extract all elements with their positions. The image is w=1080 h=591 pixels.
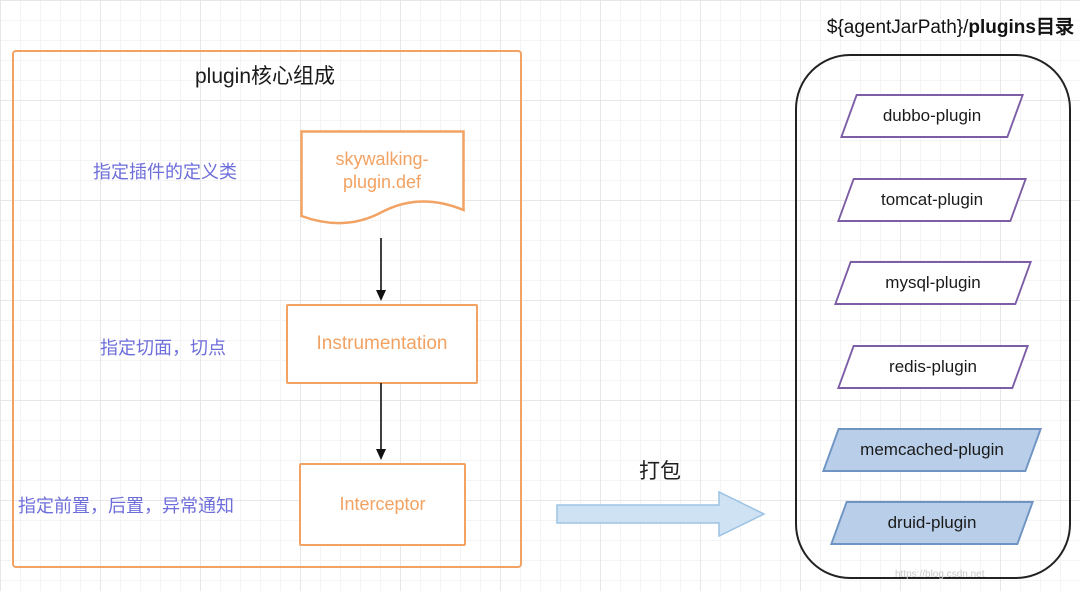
plugin-item-tomcat: tomcat-plugin — [836, 178, 1028, 222]
plugin-item-druid: druid-plugin — [829, 501, 1035, 545]
package-label: 打包 — [639, 460, 681, 483]
plugin-item-label: dubbo-plugin — [882, 106, 982, 125]
node-instrumentation: Instrumentation — [286, 304, 478, 384]
document-shape — [300, 130, 465, 235]
plugin-core-title: plugin核心组成 — [194, 65, 336, 88]
arrow-instrumentation-to-interceptor-icon — [376, 383, 386, 460]
watermark: https://blog.csdn.net — [895, 569, 985, 580]
plugins-dir-title-bold: plugins — [968, 17, 1036, 38]
document-shape-outline — [300, 130, 465, 225]
plugin-item-label: redis-plugin — [889, 357, 977, 376]
plugins-dir-title: ${agentJarPath}/plugins目录 — [827, 12, 1074, 39]
plugin-item-label: mysql-plugin — [885, 273, 981, 292]
plugins-dir-title-suffix: 目录 — [1035, 17, 1074, 38]
plugin-item-label: memcached-plugin — [860, 440, 1004, 459]
node-interceptor: Interceptor — [299, 463, 466, 546]
package-arrow-icon — [556, 490, 766, 538]
node-plugin-def: skywalking-plugin.def — [335, 149, 429, 192]
label-definition-class: 指定插件的定义类 — [93, 162, 237, 182]
plugin-item-label: tomcat-plugin — [880, 190, 984, 209]
plugin-item-dubbo: dubbo-plugin — [839, 94, 1025, 138]
plugin-item-label: druid-plugin — [887, 513, 977, 532]
arrow-def-to-instrumentation-icon — [376, 238, 386, 301]
plugins-dir-title-prefix: ${agentJarPath}/ — [826, 17, 969, 38]
plugin-core-box — [12, 50, 522, 568]
plugin-item-memcached: memcached-plugin — [821, 428, 1043, 472]
label-advice-notify: 指定前置，后置，异常通知 — [18, 496, 234, 516]
label-aspect-pointcut: 指定切面，切点 — [100, 338, 226, 358]
plugins-container — [795, 54, 1071, 579]
plugin-item-redis: redis-plugin — [836, 345, 1030, 389]
plugin-item-mysql: mysql-plugin — [833, 261, 1033, 305]
